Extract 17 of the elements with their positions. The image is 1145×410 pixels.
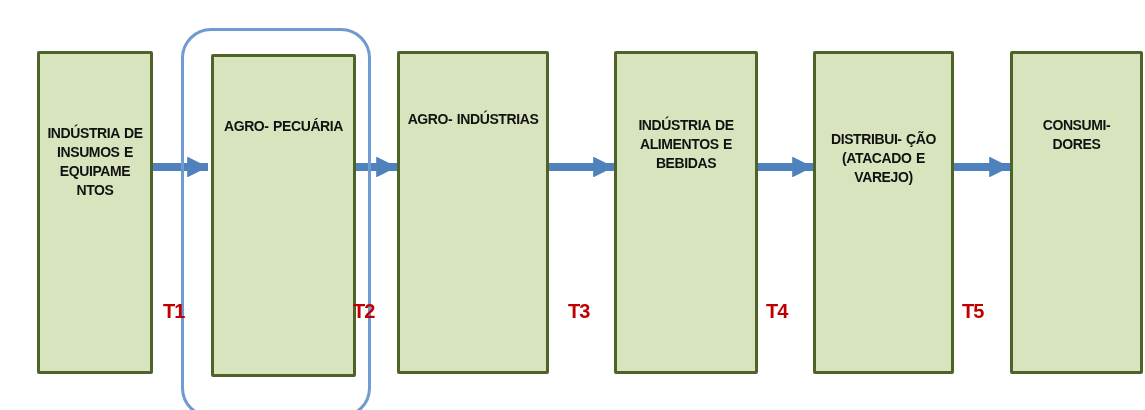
box-label: DISTRIBUI- ÇÃO (ATACADO E VAREJO) <box>829 130 938 187</box>
box-label: CONSUMI- DORES <box>1041 116 1112 154</box>
box-label: AGRO- PECUÁRIA <box>222 117 345 136</box>
arrow <box>954 156 1010 178</box>
transaction-label: T3 <box>568 300 590 323</box>
process-box <box>1010 51 1143 374</box>
process-box <box>37 51 153 374</box>
arrow <box>549 156 614 178</box>
box-label: INDÚSTRIA DE ALIMENTOS E BEBIDAS <box>637 116 735 173</box>
process-box <box>397 51 549 374</box>
box-label: AGRO- INDÚSTRIAS <box>406 110 540 129</box>
transaction-label: T4 <box>766 300 788 323</box>
process-box <box>614 51 758 374</box>
process-box <box>813 51 954 374</box>
box-label: INDÚSTRIA DE INSUMOS E EQUIPAME NTOS <box>46 124 144 200</box>
arrow <box>758 156 813 178</box>
transaction-label: T5 <box>962 300 984 323</box>
